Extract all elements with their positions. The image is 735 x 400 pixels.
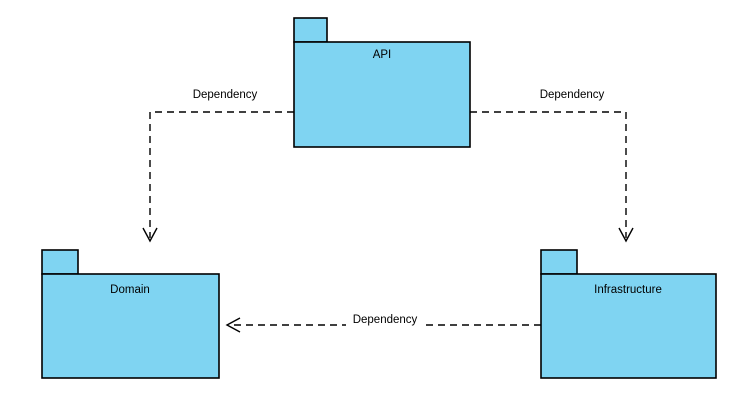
package-infrastructure[interactable]: Infrastructure <box>540 249 717 379</box>
dependency-api-to-infrastructure[interactable]: Dependency <box>470 86 634 243</box>
dependency-label-backdrop <box>346 312 424 328</box>
dependency-label: Dependency <box>540 89 605 101</box>
package-tab <box>41 249 79 275</box>
package-name-label: Infrastructure <box>594 284 662 296</box>
package-body <box>41 273 220 379</box>
dependency-label-backdrop <box>536 86 608 103</box>
package-name-label: Domain <box>110 284 150 296</box>
package-tab <box>540 249 578 275</box>
dependency-api-to-domain[interactable]: Dependency <box>142 86 294 243</box>
arrowhead-icon <box>225 317 241 333</box>
arrowhead-icon <box>142 227 158 243</box>
package-body <box>293 41 471 148</box>
dependency-label: Dependency <box>193 89 258 101</box>
dependency-edges: Dependency Dependency Dependency <box>142 86 634 333</box>
dependency-label: Dependency <box>353 314 418 326</box>
dependency-label-backdrop <box>189 86 261 103</box>
dependency-line[interactable] <box>470 111 627 238</box>
package-domain[interactable]: Domain <box>41 249 220 379</box>
packages: API Domain Infrastructure <box>41 17 717 379</box>
dependency-infrastructure-to-domain[interactable]: Dependency <box>225 312 541 333</box>
package-name-label: API <box>373 49 392 61</box>
package-tab <box>293 17 328 43</box>
package-body <box>540 273 717 379</box>
arrowhead-icon <box>618 227 634 243</box>
package-api[interactable]: API <box>293 17 471 148</box>
dependency-line[interactable] <box>149 111 294 238</box>
